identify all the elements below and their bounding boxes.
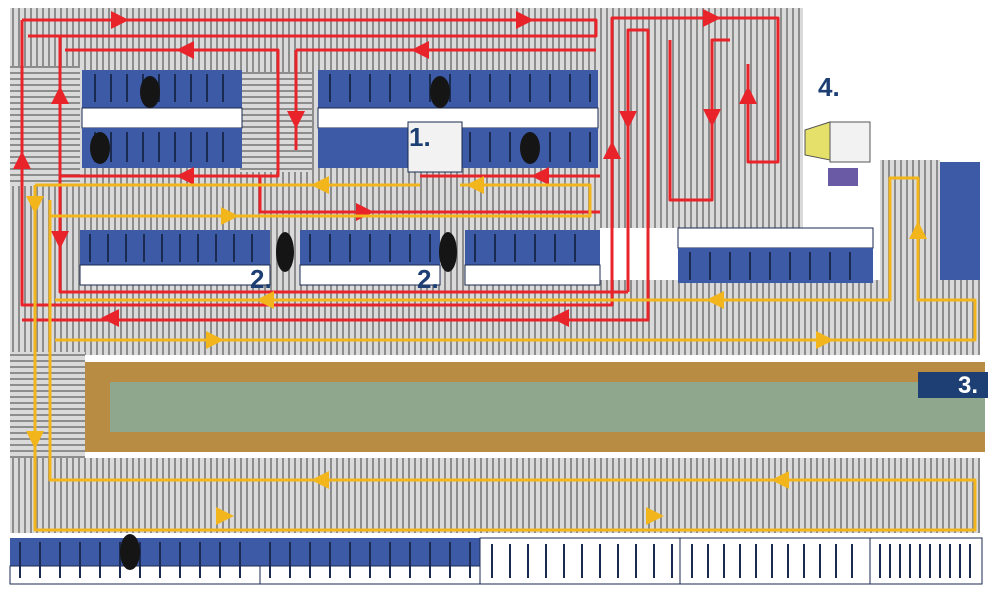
route-arrowhead: [176, 167, 194, 185]
route-arrowhead: [51, 231, 69, 249]
pen-upper-left-top: [82, 70, 242, 108]
route-arrowhead: [26, 431, 44, 449]
label-feed-robot: 4.: [818, 72, 840, 102]
route-arrowhead: [101, 309, 119, 327]
route-arrowhead: [256, 291, 274, 309]
route-arrowhead: [619, 111, 637, 129]
route-arrowhead: [703, 109, 721, 127]
route-arrowhead: [646, 507, 664, 525]
route-arrowhead: [603, 141, 621, 159]
cow-silhouette-icon: [520, 132, 540, 164]
route-arrowhead: [531, 167, 549, 185]
route-arrowhead: [411, 41, 429, 59]
milking-robot-box: [407, 121, 463, 173]
route-arrowhead: [111, 11, 129, 29]
route-arrowhead: [176, 41, 194, 59]
cow-silhouette-icon: [439, 232, 457, 272]
pen-rails: [19, 74, 971, 578]
route-arrowhead: [311, 471, 329, 489]
route-arrowhead: [26, 196, 44, 214]
cow-silhouette-icon: [276, 232, 294, 272]
cow-silhouette-icon: [90, 132, 110, 164]
yellow-route-arrows: [26, 176, 927, 525]
route-arrowhead: [516, 11, 534, 29]
route-arrowhead: [287, 111, 305, 129]
pen-upper-mid-top: [318, 70, 598, 108]
route-arrowhead: [703, 9, 721, 27]
pen-upper-mid-bottom-left: [318, 128, 408, 168]
route-arrowhead: [51, 86, 69, 104]
feed-robot-icon: [804, 121, 871, 186]
route-arrowhead: [206, 331, 224, 349]
label-feed-table: 3.: [958, 372, 979, 399]
feed-table-marker: [918, 372, 988, 398]
cow-silhouettes: [90, 76, 540, 570]
route-arrowhead: [909, 221, 927, 239]
label-milking-robot: 1.: [409, 122, 431, 152]
route-arrowhead: [771, 471, 789, 489]
cow-silhouette-icon: [120, 534, 140, 570]
cow-silhouette-icon: [430, 76, 450, 108]
route-arrowhead: [551, 309, 569, 327]
route-arrowhead: [739, 86, 757, 104]
cow-silhouette-icon: [140, 76, 160, 108]
feed-table: [85, 362, 988, 452]
route-arrowhead: [216, 507, 234, 525]
label-selection-box-right: 2.: [417, 264, 439, 294]
route-arrowhead: [311, 176, 329, 194]
route-arrowhead: [706, 291, 724, 309]
label-selection-box-left: 2.: [250, 264, 272, 294]
route-arrowhead: [816, 331, 834, 349]
route-arrowhead: [221, 207, 239, 225]
route-arrowhead: [466, 176, 484, 194]
route-arrowhead: [13, 151, 31, 169]
